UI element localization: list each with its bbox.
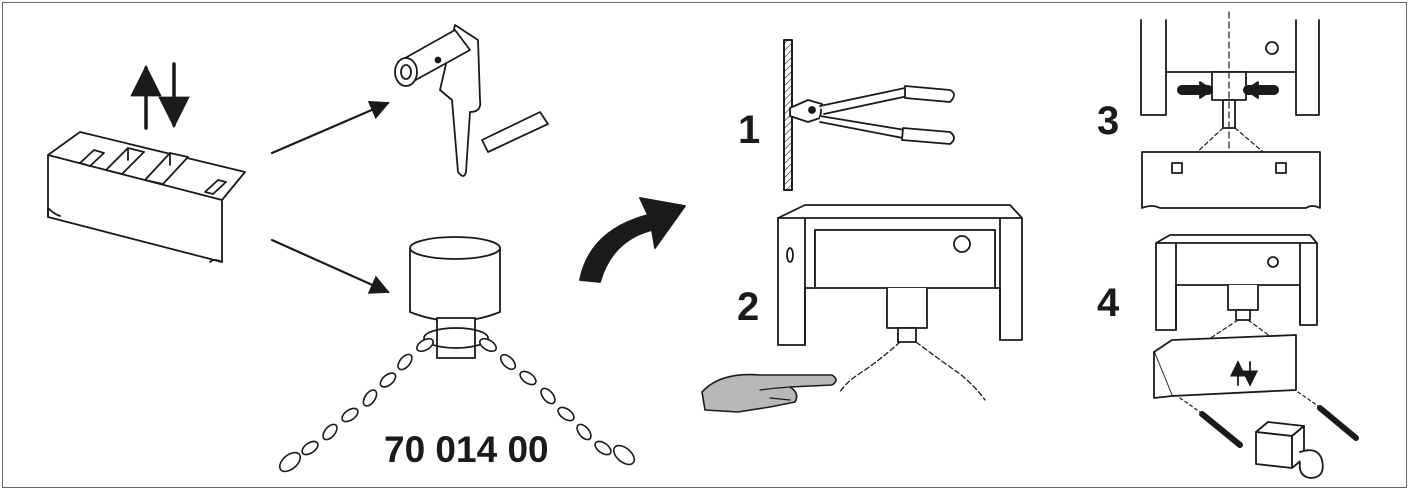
step-number-4: 4 [1097, 281, 1120, 325]
mounting-bracket [777, 204, 1023, 346]
clip-plate [47, 131, 246, 263]
part-number: 70 014 00 [384, 429, 549, 470]
chain-icon [278, 337, 636, 473]
step-number-1: 1 [738, 108, 760, 152]
pins-icon [1179, 391, 1359, 448]
press-arrows-icon [1177, 81, 1281, 99]
chain-icon [839, 341, 986, 401]
arrow-icon [270, 238, 390, 294]
up-down-arrows-icon [130, 62, 190, 130]
step-number-2: 2 [737, 285, 759, 329]
step-number-3: 3 [1097, 99, 1119, 143]
key-handle [394, 24, 549, 177]
bracket-detail [1155, 234, 1318, 331]
up-down-arrows-icon [1229, 360, 1259, 387]
hand-icon [701, 373, 837, 413]
curved-arrow-icon [579, 197, 686, 283]
seal-cylinder [409, 236, 501, 359]
seal-plate [1141, 151, 1321, 209]
bracket-detail [1140, 11, 1320, 211]
padlock-icon [1255, 421, 1324, 479]
bolt-cutter-icon [789, 85, 955, 145]
arrow-icon [270, 100, 390, 155]
seal-plate [1153, 334, 1297, 399]
